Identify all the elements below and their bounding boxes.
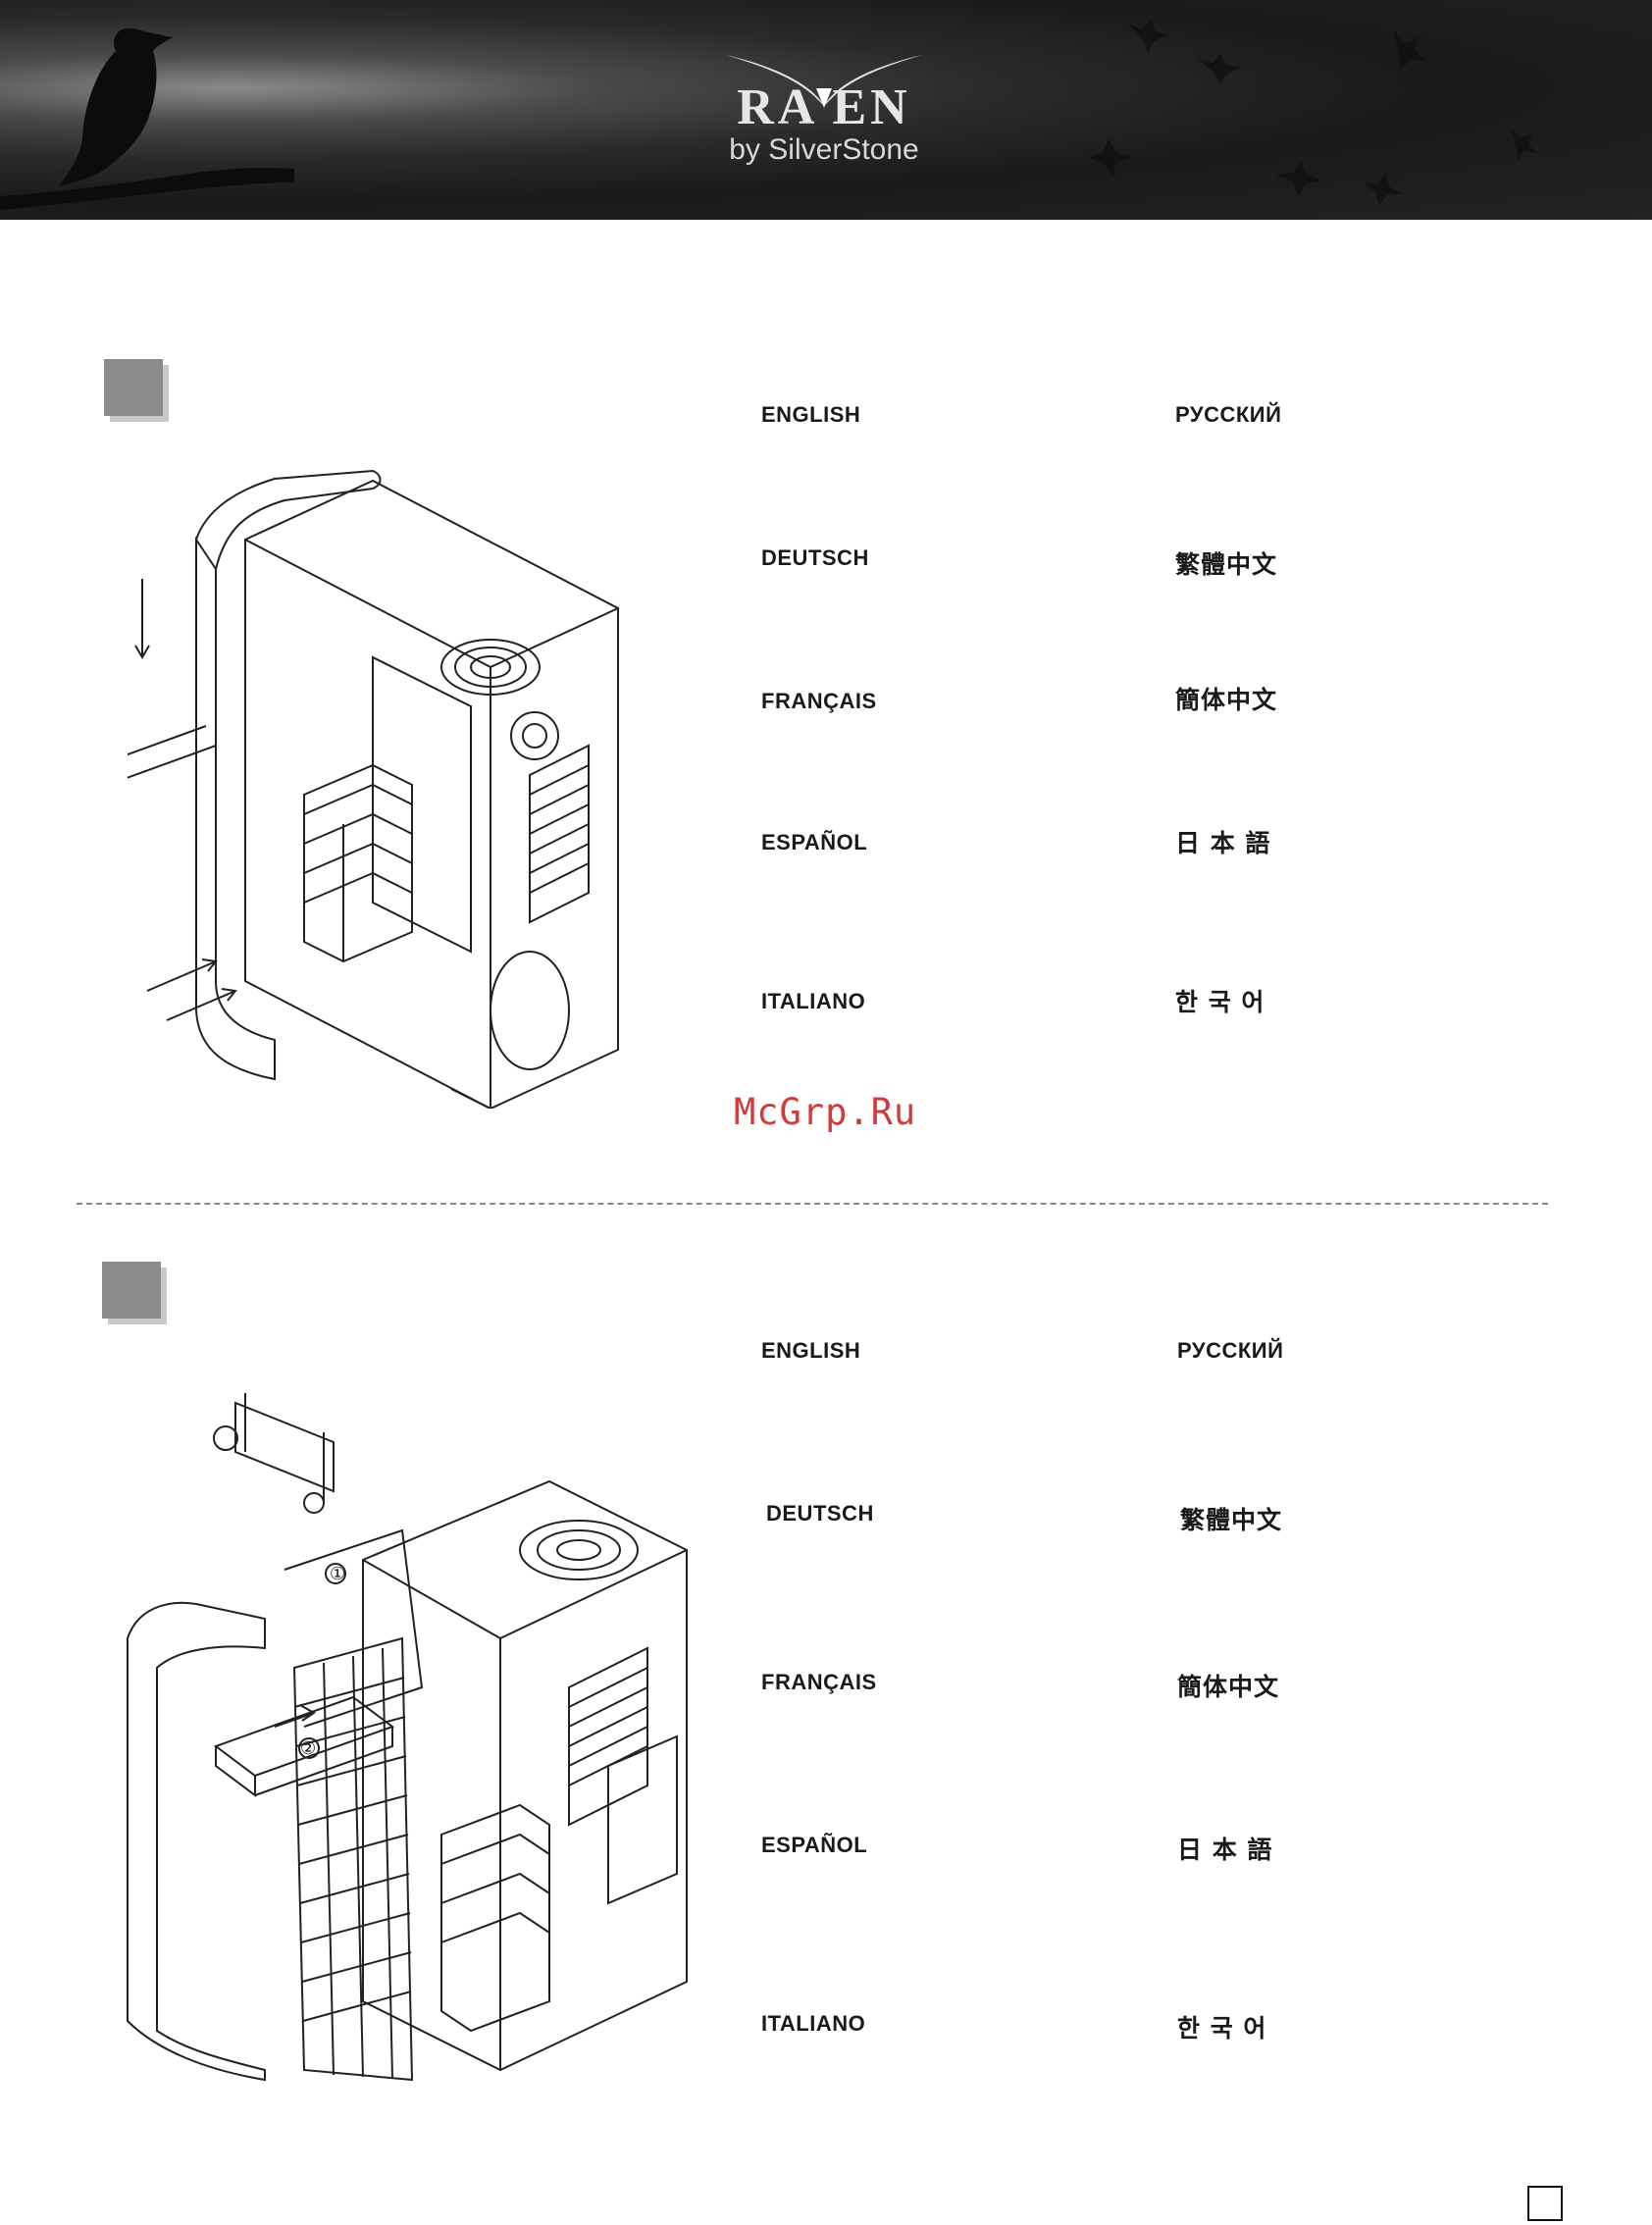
- case-optical-drive-illustration: [118, 1393, 706, 2090]
- brand-subtitle: by SilverStone: [667, 133, 981, 167]
- case-drive-cage-illustration: [128, 461, 638, 1109]
- section2-lang-simp-chinese: 簡体中文: [1177, 1668, 1279, 1703]
- section1-lang-russian: РУССКИЙ: [1175, 402, 1281, 428]
- section2-lang-korean: 한 국 어: [1177, 2009, 1266, 2044]
- section1-lang-francais: FRANÇAIS: [761, 689, 877, 714]
- brand-name: RA EN: [667, 78, 981, 136]
- section2-lang-english: ENGLISH: [761, 1338, 860, 1364]
- section1-lang-japanese: 日 本 語: [1175, 824, 1270, 859]
- section2-lang-francais: FRANÇAIS: [761, 1670, 877, 1695]
- section2-lang-deutsch: DEUTSCH: [766, 1501, 874, 1526]
- section2-lang-japanese: 日 本 語: [1177, 1831, 1272, 1866]
- section1-lang-trad-chinese: 繁體中文: [1175, 545, 1277, 581]
- section1-lang-italiano: ITALIANO: [761, 989, 865, 1014]
- section1-lang-espanol: ESPAÑOL: [761, 830, 867, 855]
- page-number-box: [1527, 2186, 1563, 2221]
- callout-1: ①: [330, 1564, 346, 1584]
- step-1-box: [104, 359, 163, 416]
- section2-lang-espanol: ESPAÑOL: [761, 1833, 867, 1858]
- section1-lang-simp-chinese: 簡体中文: [1175, 681, 1277, 716]
- section-divider: [77, 1203, 1548, 1205]
- watermark: McGrp.Ru: [734, 1091, 916, 1133]
- section1-lang-deutsch: DEUTSCH: [761, 545, 869, 571]
- callout-2: ②: [300, 1738, 317, 1759]
- section1-lang-english: ENGLISH: [761, 402, 860, 428]
- section2-lang-italiano: ITALIANO: [761, 2011, 865, 2037]
- section2-lang-russian: РУССКИЙ: [1177, 1338, 1283, 1364]
- step-2-box: [102, 1262, 161, 1319]
- section2-lang-trad-chinese: 繁體中文: [1180, 1501, 1282, 1536]
- raven-logo: RA EN by SilverStone: [667, 49, 981, 177]
- header-banner: RA EN by SilverStone: [0, 0, 1652, 220]
- section1-lang-korean: 한 국 어: [1175, 983, 1265, 1018]
